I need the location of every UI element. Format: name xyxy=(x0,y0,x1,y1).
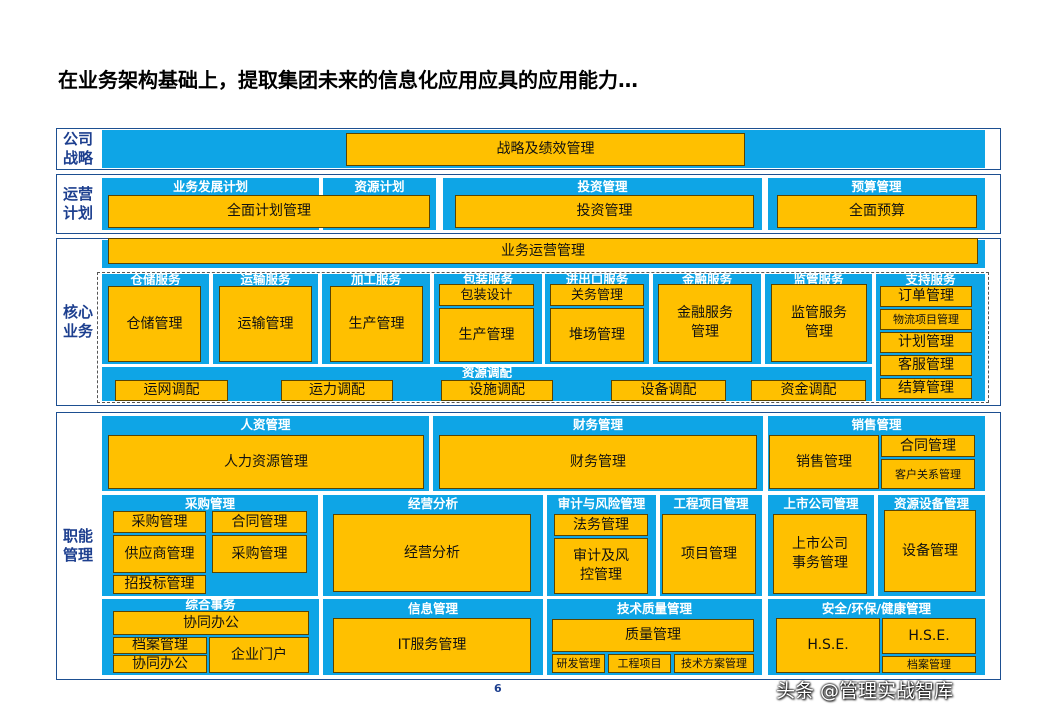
core-dashed-frame xyxy=(97,272,989,403)
project-management-box: 项目管理 xyxy=(662,514,756,594)
engineering-header: 工程项目管理 xyxy=(673,496,749,511)
hse-header: 安全/环保/健康管理 xyxy=(821,601,932,616)
hse-box-2: H.S.E. xyxy=(882,618,976,654)
planning-header-budget: 预算管理 xyxy=(851,179,902,194)
plan-management-box: 计划管理 xyxy=(880,332,972,353)
hse-box-1: H.S.E. xyxy=(776,618,880,673)
purchase-header: 采购管理 xyxy=(184,496,235,511)
core-row-label: 核心 业务 xyxy=(62,303,93,340)
core-header-warehouse: 仓储服务 xyxy=(130,274,181,285)
core-header-import-export: 进出口服务 xyxy=(565,274,629,285)
core-header-packaging: 包装服务 xyxy=(462,274,513,285)
page-number: 6 xyxy=(494,682,502,695)
general-header: 综合事务 xyxy=(185,599,236,610)
transport-management-box: 运输管理 xyxy=(219,286,312,362)
core-header-processing: 加工服务 xyxy=(350,274,401,285)
yard-management-box: 堆场管理 xyxy=(550,308,644,362)
rd-management-box: 研发管理 xyxy=(552,654,605,673)
watermark: 头条 @管理实战智库 xyxy=(776,680,954,702)
finance-header: 财务管理 xyxy=(572,417,623,432)
archive-management-box: 档案管理 xyxy=(113,637,207,654)
hse-archive-box: 档案管理 xyxy=(882,656,976,673)
business-operation-box: 业务运营管理 xyxy=(108,238,978,264)
finance-management-box: 财务管理 xyxy=(439,435,757,489)
it-service-box: IT服务管理 xyxy=(333,618,531,673)
listed-header: 上市公司管理 xyxy=(783,496,859,511)
hr-management-box: 人力资源管理 xyxy=(108,435,424,489)
supplier-management-box: 供应商管理 xyxy=(113,535,206,573)
packaging-design-box: 包装设计 xyxy=(439,284,534,306)
investment-management-box: 投资管理 xyxy=(455,195,754,228)
tech-header: 技术质量管理 xyxy=(616,601,692,616)
page-title: 在业务架构基础上，提取集团未来的信息化应用应具的应用能力… xyxy=(58,68,638,92)
customer-service-box: 客服管理 xyxy=(880,355,972,376)
planning-header-investment: 投资管理 xyxy=(577,179,628,194)
audit-risk-box: 审计及风 控管理 xyxy=(554,538,648,594)
equipment-management-box: 设备管理 xyxy=(884,510,976,592)
hr-header: 人资管理 xyxy=(240,417,291,432)
logistics-project-box: 物流项目管理 xyxy=(880,309,972,330)
equipment-header: 资源设备管理 xyxy=(893,496,969,511)
supervision-service-box: 监管服务 管理 xyxy=(771,284,867,362)
equipment-allocation-box: 设备调配 xyxy=(611,380,726,401)
info-header: 信息管理 xyxy=(407,601,458,616)
order-management-box: 订单管理 xyxy=(880,286,972,307)
quality-management-box: 质量管理 xyxy=(552,619,754,652)
audit-header: 审计与风险管理 xyxy=(557,496,646,511)
core-header-transport: 运输服务 xyxy=(240,274,291,285)
purchase-contract-box: 合同管理 xyxy=(212,511,307,533)
engineering-project-box: 工程项目 xyxy=(608,654,671,673)
core-header-support: 支持服务 xyxy=(905,274,956,285)
core-header-supervision: 监管服务 xyxy=(793,274,844,285)
finance-service-box: 金融服务 管理 xyxy=(658,284,752,362)
core-header-finance: 金融服务 xyxy=(681,274,732,285)
resource-allocation-header: 资源调配 xyxy=(461,367,512,378)
sales-header: 销售管理 xyxy=(851,417,902,432)
tech-plan-box: 技术方案管理 xyxy=(674,654,754,673)
planning-header-business: 业务发展计划 xyxy=(172,179,248,194)
planning-row-label: 运营 计划 xyxy=(62,185,93,222)
tender-management-box: 招投标管理 xyxy=(113,575,206,594)
legal-management-box: 法务管理 xyxy=(554,514,648,536)
purchase-management-box-2: 采购管理 xyxy=(212,535,307,573)
warehouse-management-box: 仓储管理 xyxy=(108,286,201,362)
sales-management-box: 销售管理 xyxy=(769,435,879,489)
business-analysis-box: 经营分析 xyxy=(333,514,531,592)
collab-office-box-2: 协同办公 xyxy=(113,655,207,673)
settlement-management-box: 结算管理 xyxy=(880,378,972,399)
collab-office-box: 协同办公 xyxy=(113,611,309,635)
enterprise-portal-box: 企业门户 xyxy=(209,637,309,673)
capacity-allocation-box: 运力调配 xyxy=(281,380,393,401)
strategy-row-label: 公司 战略 xyxy=(62,130,93,167)
listed-affairs-box: 上市公司 事务管理 xyxy=(773,514,867,594)
customs-management-box: 关务管理 xyxy=(550,284,644,306)
processing-production-box: 生产管理 xyxy=(330,286,423,362)
functional-row-label: 职能 管理 xyxy=(62,527,93,564)
strategy-performance-box: 战略及绩效管理 xyxy=(346,133,745,166)
fund-allocation-box: 资金调配 xyxy=(751,380,866,401)
network-allocation-box: 运网调配 xyxy=(115,380,228,401)
purchase-management-box: 采购管理 xyxy=(113,511,206,533)
facility-allocation-box: 设施调配 xyxy=(441,380,553,401)
sales-contract-box: 合同管理 xyxy=(881,435,975,457)
full-budget-box: 全面预算 xyxy=(777,195,977,228)
full-plan-management-box: 全面计划管理 xyxy=(108,195,430,228)
planning-header-resource: 资源计划 xyxy=(354,179,405,194)
crm-box: 客户关系管理 xyxy=(881,459,975,489)
analysis-header: 经营分析 xyxy=(407,496,458,511)
packaging-production-box: 生产管理 xyxy=(439,308,534,362)
